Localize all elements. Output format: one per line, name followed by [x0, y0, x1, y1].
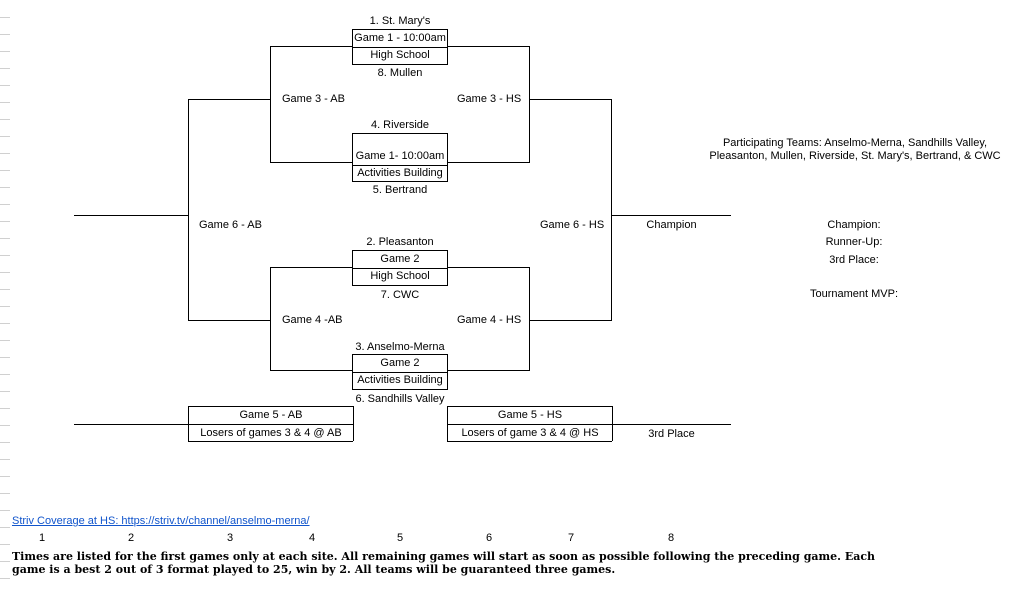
- game-4-ab-label: Game 4 -AB: [282, 314, 343, 326]
- game-4-hs-label: Game 4 - HS: [457, 314, 522, 326]
- game-2-ab-site: Activities Building: [357, 374, 443, 386]
- participants-line-1: Participating Teams: Anselmo-Merna, Sand…: [722, 137, 988, 149]
- column-number: 4: [309, 532, 316, 544]
- team-seed-6: 6. Sandhills Valley: [355, 393, 445, 405]
- column-number: 3: [227, 532, 234, 544]
- game-5-ab-box: Game 5 - AB Losers of games 3 & 4 @ AB: [188, 406, 354, 441]
- game-1-ab-box: Game 1- 10:00am Activities Building: [352, 133, 448, 182]
- game-3-ab-label: Game 3 - AB: [282, 93, 345, 105]
- game-1-ab-title: Game 1- 10:00am: [353, 148, 447, 166]
- result-mvp: Tournament MVP:: [809, 288, 899, 300]
- column-number: 5: [397, 532, 404, 544]
- game-5-ab-title: Game 5 - AB: [189, 407, 353, 425]
- champion-label: Champion: [646, 219, 697, 231]
- participants-line-2: Pleasanton, Mullen, Riverside, St. Mary'…: [709, 150, 1001, 162]
- team-seed-7: 7. CWC: [380, 289, 420, 301]
- game-2-ab-title: Game 2: [353, 355, 447, 373]
- game-5-hs-desc: Losers of game 3 & 4 @ HS: [461, 427, 599, 439]
- game-2-hs-box: Game 2 High School: [352, 250, 448, 286]
- game-1-hs-site: High School: [370, 49, 430, 61]
- result-runner-up: Runner-Up:: [825, 236, 883, 248]
- game-1-ab-site: Activities Building: [357, 167, 443, 179]
- game-2-ab-box: Game 2 Activities Building: [352, 354, 448, 390]
- game-1-hs-title: Game 1 - 10:00am: [353, 30, 447, 48]
- result-third: 3rd Place:: [829, 254, 879, 266]
- striv-coverage-link[interactable]: Striv Coverage at HS: https://striv.tv/c…: [12, 515, 310, 527]
- result-champion: Champion:: [827, 219, 881, 231]
- column-number: 6: [486, 532, 493, 544]
- game-5-ab-desc: Losers of games 3 & 4 @ AB: [200, 427, 342, 439]
- team-seed-5: 5. Bertrand: [372, 184, 428, 196]
- team-seed-4: 4. Riverside: [370, 119, 430, 131]
- column-number: 8: [668, 532, 675, 544]
- game-2-hs-site: High School: [370, 270, 430, 282]
- third-place-label: 3rd Place: [648, 428, 695, 440]
- game-1-hs-box: Game 1 - 10:00am High School: [352, 29, 448, 65]
- column-number: 2: [128, 532, 135, 544]
- schedule-note: Times are listed for the first games onl…: [12, 550, 876, 576]
- team-seed-1: 1. St. Mary's: [369, 15, 431, 27]
- team-seed-8: 8. Mullen: [377, 67, 423, 79]
- game-6-hs-label: Game 6 - HS: [540, 219, 605, 231]
- column-number: 1: [39, 532, 46, 544]
- game-3-hs-label: Game 3 - HS: [457, 93, 522, 105]
- column-number: 7: [568, 532, 575, 544]
- sheet-gutter: [0, 0, 10, 595]
- team-seed-2: 2. Pleasanton: [366, 236, 434, 248]
- game-2-hs-title: Game 2: [353, 251, 447, 269]
- game-6-ab-label: Game 6 - AB: [199, 219, 262, 231]
- team-seed-3: 3. Anselmo-Merna: [355, 341, 445, 353]
- game-5-hs-box: Game 5 - HS Losers of game 3 & 4 @ HS: [447, 406, 613, 441]
- game-5-hs-title: Game 5 - HS: [448, 407, 612, 425]
